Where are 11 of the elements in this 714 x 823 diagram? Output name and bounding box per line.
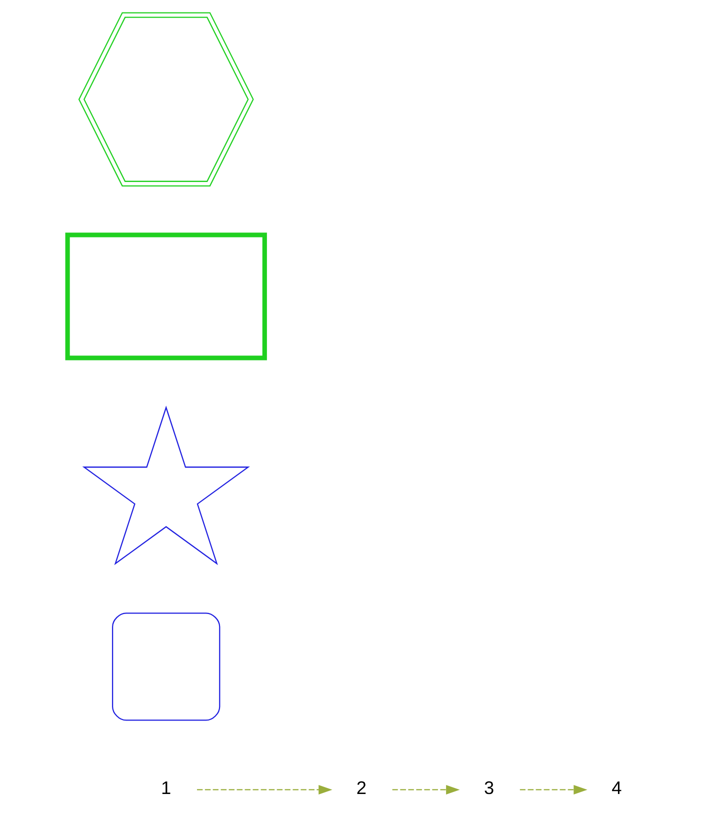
node-hexagon [78, 12, 254, 186]
node-text: 3 [484, 778, 494, 798]
node-star [82, 406, 250, 566]
node-text: 1 [160, 778, 171, 798]
arrow [196, 784, 332, 795]
arrow [519, 784, 587, 795]
node-text: 2 [356, 778, 366, 798]
node-box [64, 232, 266, 360]
node-cross [112, 612, 220, 721]
node-text: 4 [611, 778, 622, 798]
arrow [392, 784, 460, 795]
